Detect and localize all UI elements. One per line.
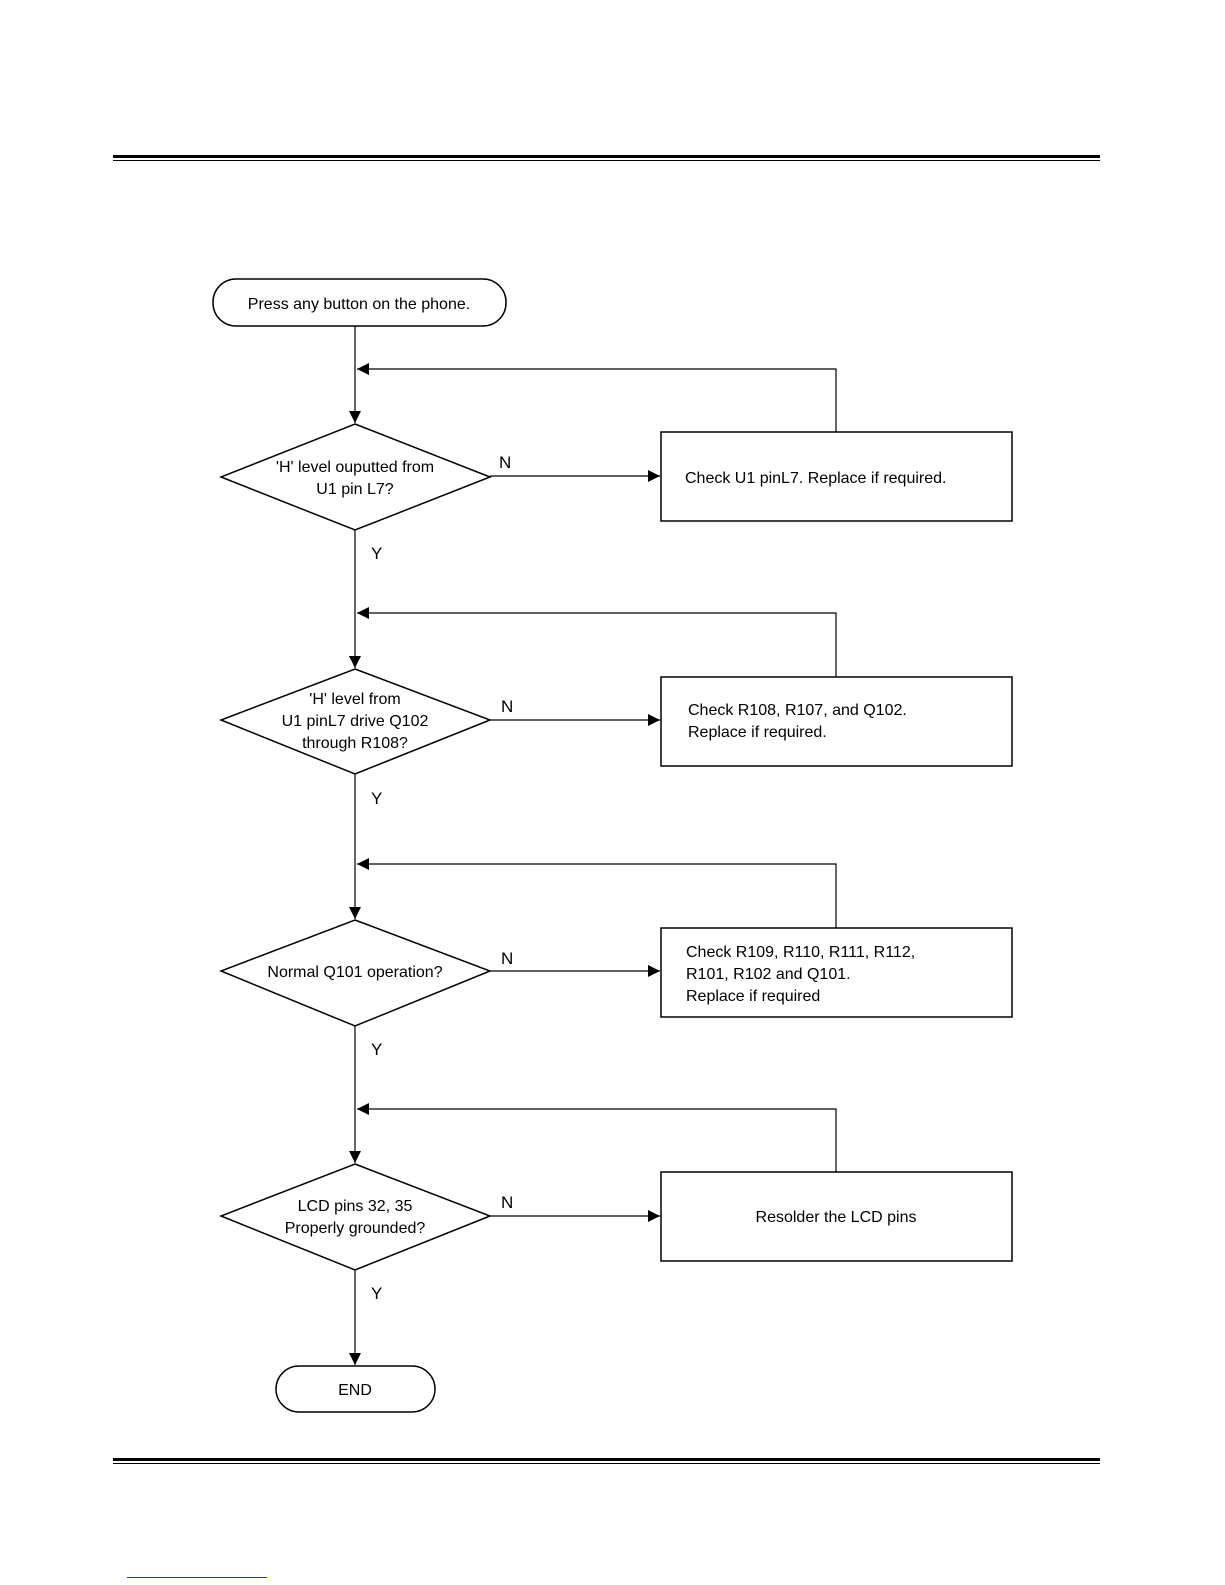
text-line: U1 pinL7 drive Q102 — [282, 713, 429, 730]
decision-3: Normal Q101 operation? — [218, 919, 493, 1027]
loopback-action-2 — [357, 607, 837, 677]
text-line: 'H' level from — [309, 691, 400, 708]
branch-label-n-1: N — [499, 453, 511, 472]
text-line: Properly grounded? — [285, 1220, 426, 1237]
branch-label-n-4: N — [501, 1193, 513, 1212]
action-box-2-label: Check R108, R107, and Q102. Replace if re… — [688, 702, 907, 741]
text-line: through R108? — [302, 735, 408, 752]
branch-label-n-3: N — [501, 949, 513, 968]
footer-rule — [113, 1458, 1100, 1464]
branch-label-y-3: Y — [371, 1040, 382, 1059]
footer-link-underline[interactable] — [127, 1577, 267, 1578]
action-box-2: Check R108, R107, and Q102. Replace if re… — [660, 676, 1013, 767]
end-node-label: END — [338, 1382, 372, 1399]
text-line: Resolder the LCD pins — [756, 1209, 917, 1226]
start-node: Press any button on the phone. — [212, 278, 507, 327]
text-line: LCD pins 32, 35 — [298, 1198, 413, 1215]
decision-2: 'H' level from U1 pinL7 drive Q102 through… — [218, 668, 493, 775]
text-line: Normal Q101 operation? — [267, 964, 442, 981]
text-line: R101, R102 and Q101. — [686, 966, 851, 983]
text-line: Replace if required. — [688, 724, 827, 741]
end-node: END — [275, 1365, 436, 1413]
loopback-action-3 — [357, 858, 837, 928]
loopback-action-4 — [357, 1103, 837, 1172]
action-box-1: Check U1 pinL7. Replace if required. — [660, 431, 1013, 522]
decision-4-label: LCD pins 32, 35 Properly grounded? — [285, 1198, 426, 1237]
text-line: Check R109, R110, R111, R112, — [686, 944, 915, 961]
loopback-action-1 — [357, 363, 837, 432]
decision-4: LCD pins 32, 35 Properly grounded? — [218, 1163, 493, 1271]
start-node-label: Press any button on the phone. — [248, 296, 470, 313]
text-line: Check U1 pinL7. Replace if required. — [685, 470, 946, 487]
action-box-3-label: Check R109, R110, R111, R112, R101, R102 … — [686, 944, 915, 1005]
branch-label-y-2: Y — [371, 789, 382, 808]
decision-3-label: Normal Q101 operation? — [267, 964, 442, 981]
action-box-4-label: Resolder the LCD pins — [756, 1209, 917, 1226]
decision-1-label: 'H' level ouputted from U1 pin L7? — [276, 459, 434, 498]
action-box-1-label: Check U1 pinL7. Replace if required. — [685, 470, 946, 487]
action-box-4: Resolder the LCD pins — [660, 1171, 1013, 1262]
decision-1: 'H' level ouputted from U1 pin L7? — [218, 423, 493, 531]
branch-label-n-2: N — [501, 697, 513, 716]
text-line: 'H' level ouputted from — [276, 459, 434, 476]
text-line: U1 pin L7? — [316, 481, 393, 498]
text-line: Check R108, R107, and Q102. — [688, 702, 907, 719]
header-rule — [113, 155, 1100, 161]
decision-2-label: 'H' level from U1 pinL7 drive Q102 through… — [282, 691, 429, 752]
branch-label-y-4: Y — [371, 1284, 382, 1303]
branch-label-y-1: Y — [371, 544, 382, 563]
action-box-3: Check R109, R110, R111, R112, R101, R102 … — [660, 927, 1013, 1018]
text-line: Replace if required — [686, 988, 820, 1005]
